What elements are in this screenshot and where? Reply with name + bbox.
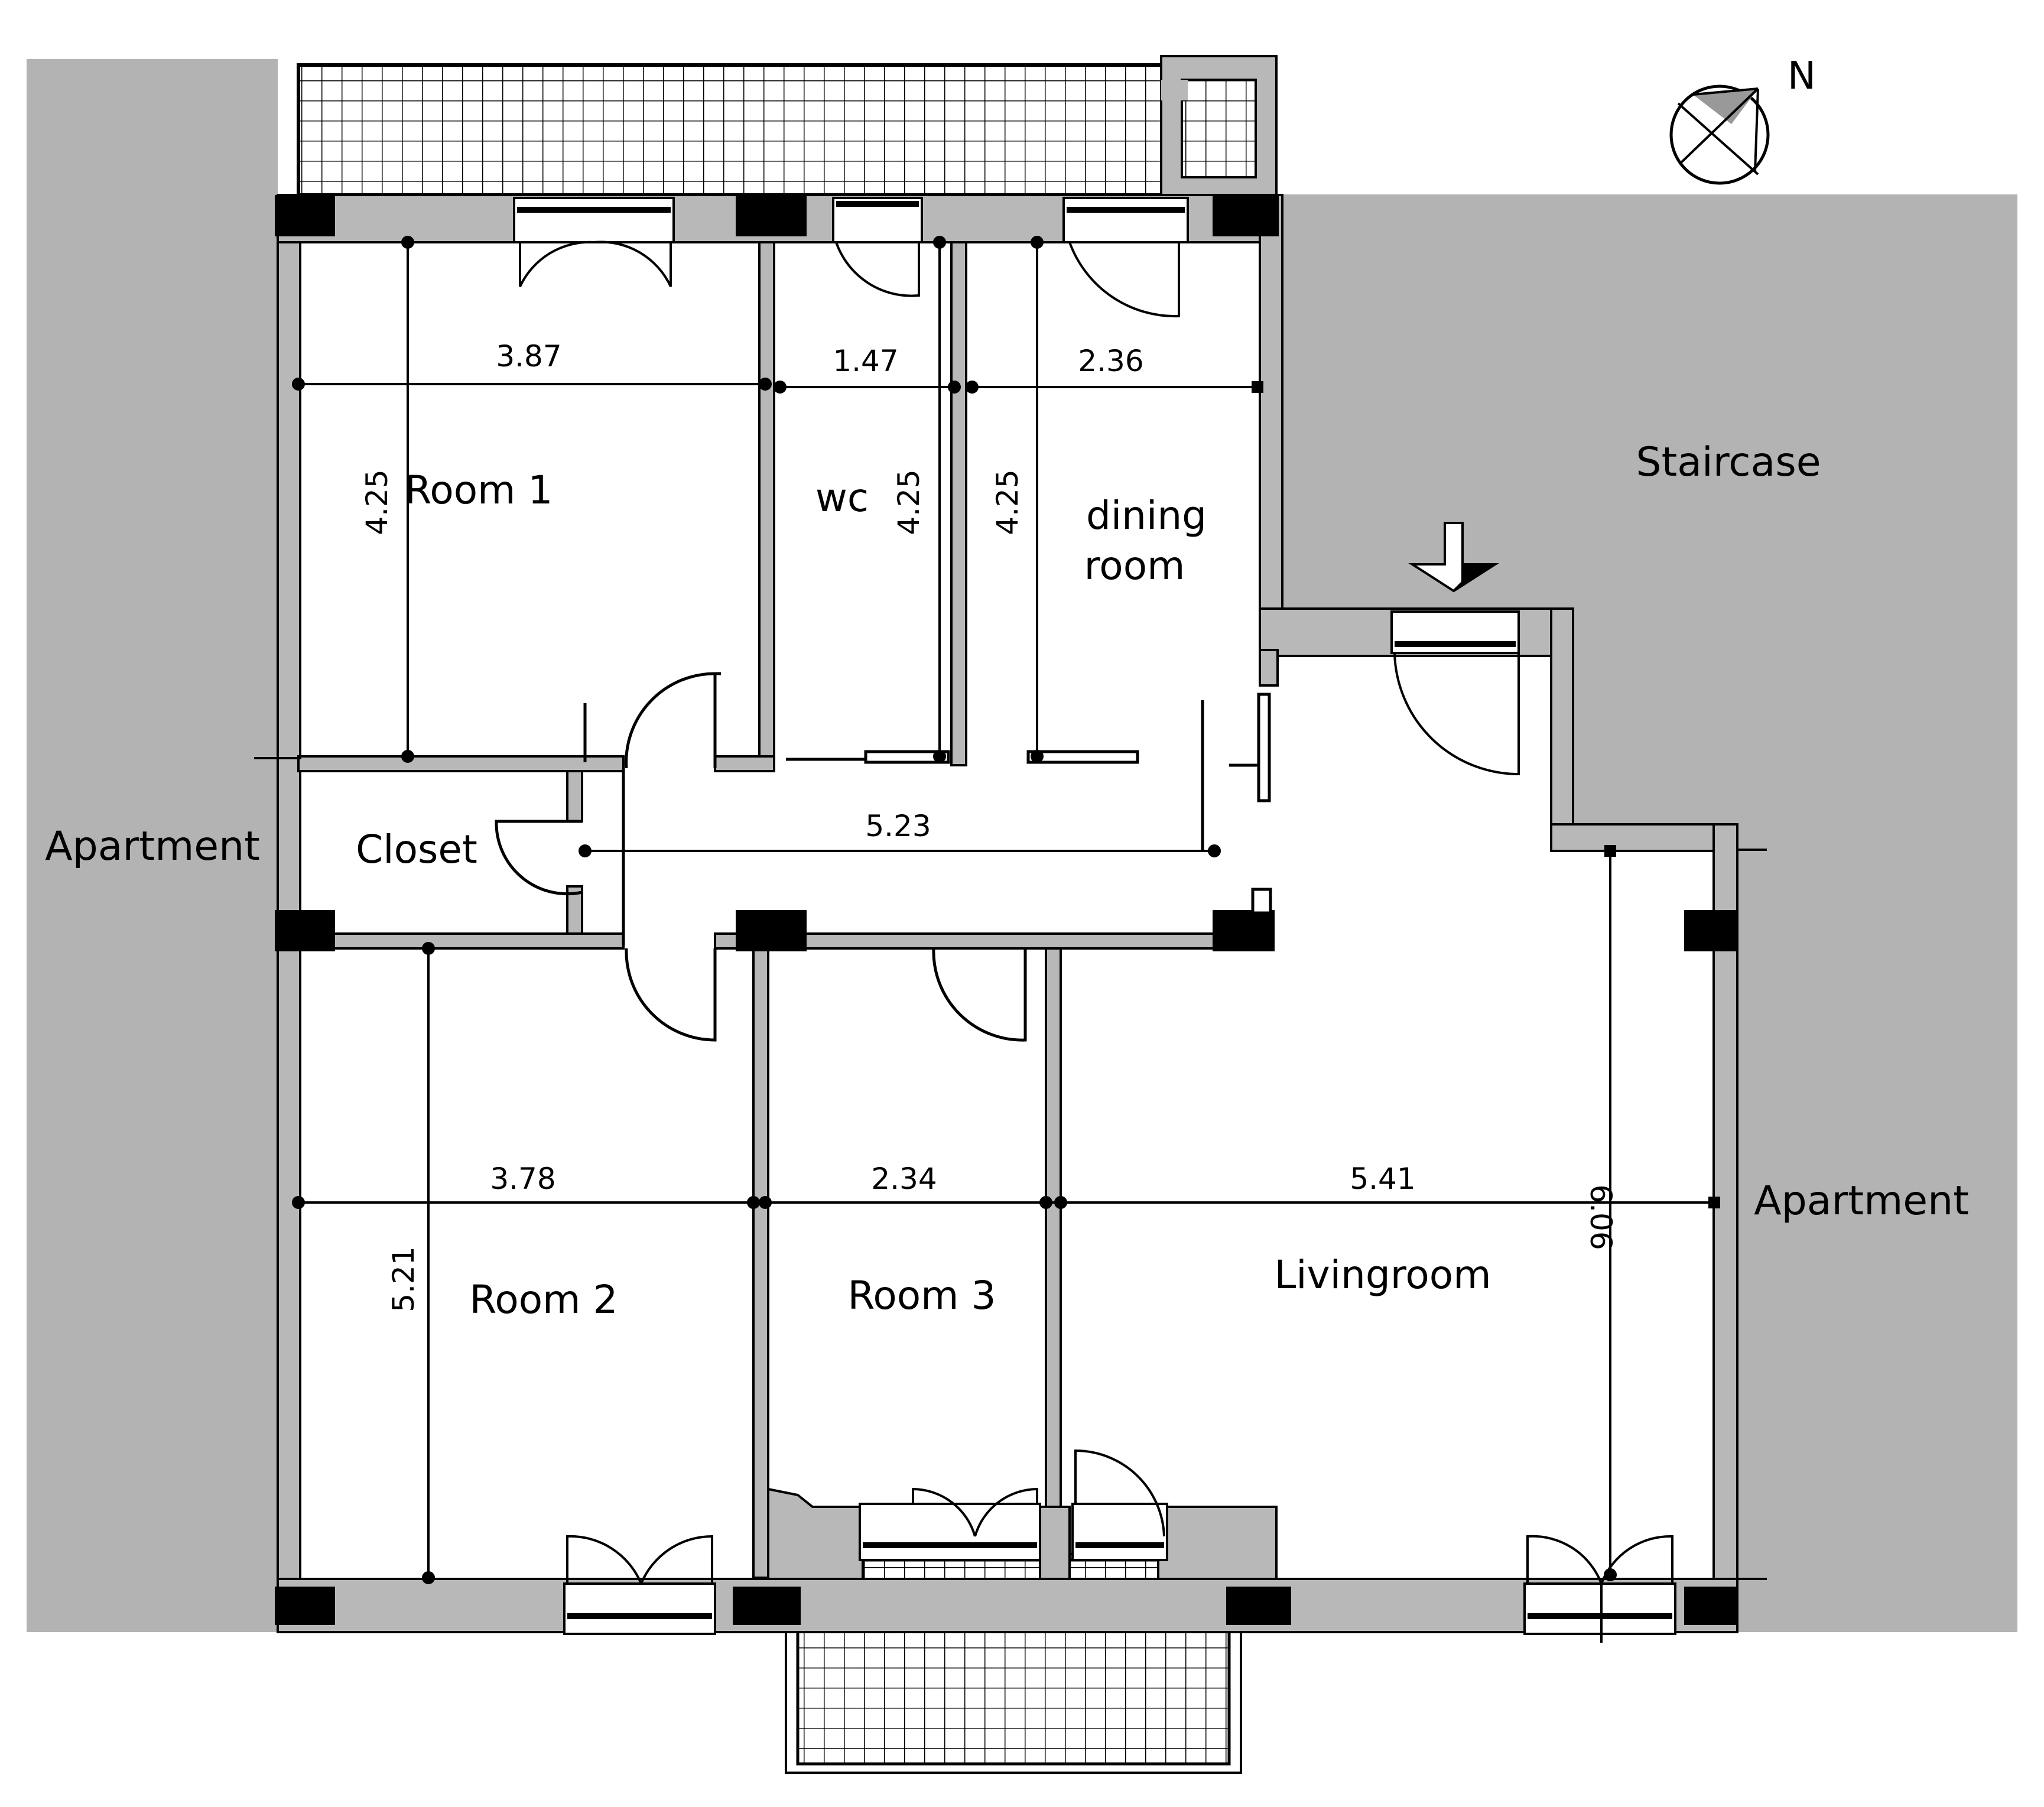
dim-room2-depth: 5.21 <box>386 1246 421 1312</box>
apartment-left-label: Apartment <box>45 823 260 870</box>
staircase-label: Staircase <box>1636 439 1821 486</box>
window-sills <box>517 201 1672 1619</box>
upper-balcony <box>297 55 1278 197</box>
window-sashes <box>519 240 1673 1584</box>
dim-hall-length: 5.23 <box>865 809 931 843</box>
room2-label: Room 2 <box>470 1277 618 1322</box>
room3-label: Room 3 <box>848 1273 996 1318</box>
dimension-lines <box>254 236 1767 1643</box>
apartment-right-label: Apartment <box>1754 1178 1969 1224</box>
room1-label: Room 1 <box>405 467 553 513</box>
staircase-area <box>1278 194 2017 824</box>
north-label: N <box>1788 54 1816 98</box>
apartment-right-area <box>1737 824 2017 1632</box>
dim-room1-depth: 4.25 <box>360 469 394 535</box>
dining-label-line1: dining <box>1086 493 1207 538</box>
dim-room1-width: 3.87 <box>496 339 561 373</box>
dim-room2-width: 3.78 <box>490 1162 555 1196</box>
wc-label: wc <box>815 475 869 521</box>
dimension-labels: 3.87 1.47 2.36 5.23 3.78 2.34 5.41 4.25 … <box>360 339 1618 1312</box>
surroundings <box>27 59 2017 1632</box>
dim-wc-depth: 4.25 <box>892 469 926 535</box>
area-labels: Staircase Apartment Apartment <box>45 439 1969 1224</box>
doors <box>495 672 1272 1042</box>
dining-label-line2: room <box>1084 543 1185 589</box>
entrance-arrow <box>1408 522 1499 593</box>
livingroom-label: Livingroom <box>1275 1252 1491 1298</box>
dim-living-depth: 6.06 <box>1584 1184 1618 1250</box>
dim-dining-width: 2.36 <box>1078 344 1143 378</box>
apartment-left-area <box>27 59 278 1632</box>
closet-label: Closet <box>356 827 477 872</box>
north-compass: N <box>1669 54 1816 185</box>
dim-wc-width: 1.47 <box>833 344 898 378</box>
dim-dining-depth: 4.25 <box>990 469 1025 535</box>
dim-room3-width: 2.34 <box>871 1162 937 1196</box>
columns <box>275 195 1737 1625</box>
windows <box>513 197 1676 1635</box>
room-labels: Room 1 wc dining room Closet Room 2 Room… <box>356 467 1491 1322</box>
dim-living-width: 5.41 <box>1350 1162 1415 1196</box>
